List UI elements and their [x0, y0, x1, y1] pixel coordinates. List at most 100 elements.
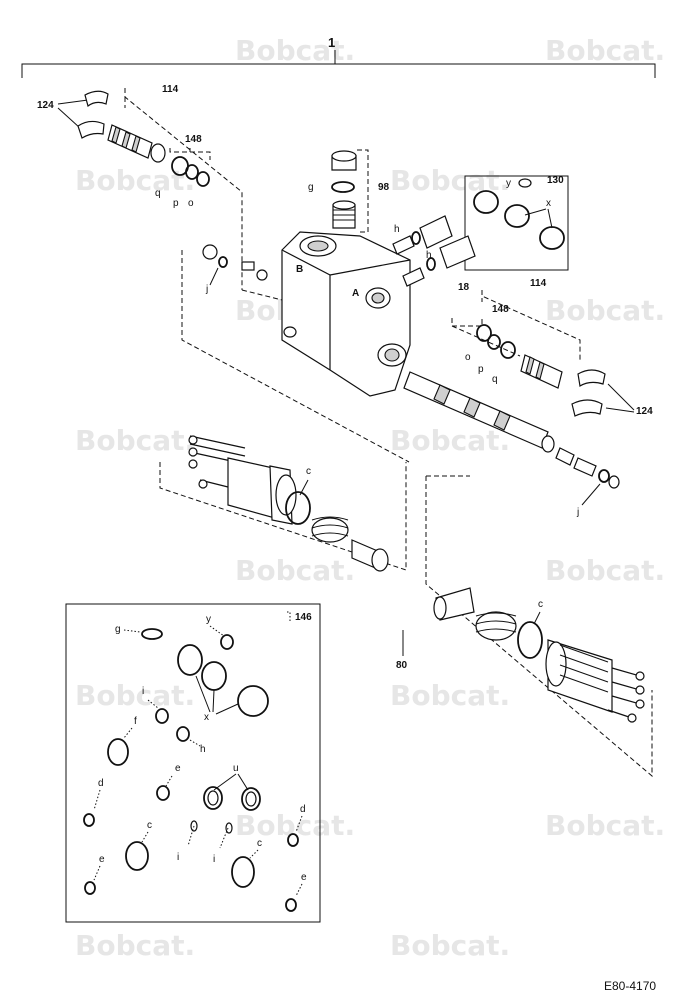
callout-e: e [99, 854, 105, 865]
o-ring-part [125, 841, 149, 871]
clip-part [77, 120, 105, 139]
main-spool: j [403, 371, 620, 518]
o-ring-part [84, 881, 96, 895]
watermark-text: Bobcat. [390, 679, 510, 712]
check-valve-parts: h h [392, 215, 476, 287]
callout-h: h [200, 744, 206, 755]
callout-c: c [306, 466, 311, 477]
callout-clip-right: 124 [636, 406, 653, 417]
callout-ring-kit: 130 [547, 175, 564, 186]
callout-x: x [204, 712, 209, 723]
backup-ring-part [203, 786, 223, 810]
clip-part [84, 90, 109, 108]
callout-c: c [538, 599, 543, 610]
callout-c: c [257, 838, 262, 849]
watermark-text: Bobcat. [75, 679, 195, 712]
callout-g: g [115, 624, 121, 635]
o-ring-part [220, 634, 234, 650]
callout-plug-assy: 98 [378, 182, 390, 193]
o-ring-part [500, 341, 516, 359]
watermark-text: Bobcat. [75, 929, 195, 962]
clip-part [577, 369, 606, 387]
callout-y: y [206, 614, 211, 625]
watermark-text: Bobcat. [545, 294, 665, 327]
callout-port-b: B [296, 264, 303, 275]
callout-g: g [308, 182, 314, 193]
callout-e: e [175, 763, 181, 774]
drawing-reference: E80-4170 [604, 979, 656, 993]
relief-assy-callout: 80 [396, 630, 408, 671]
o-ring-part [83, 813, 95, 827]
o-ring-part [287, 833, 299, 847]
callout-f: f [134, 716, 137, 727]
watermark-text: Bobcat. [75, 164, 195, 197]
callout-d: d [98, 778, 104, 789]
callout-item-18: 18 [458, 282, 470, 293]
callout-seal-kit-box: 146 [295, 612, 312, 623]
left-plug-parts: j [181, 244, 410, 463]
o-ring-part [539, 226, 565, 250]
o-ring-part [155, 708, 169, 724]
watermark-text: Bobcat. [235, 554, 355, 587]
watermark-text: Bobcat. [545, 809, 665, 842]
callout-c: c [147, 820, 152, 831]
callout-assembly: 1 [328, 35, 335, 50]
o-ring-part [476, 324, 492, 342]
callout-o: o [465, 352, 471, 363]
o-ring-part [141, 628, 163, 640]
callout-spool-assy-top: 114 [162, 84, 179, 95]
callout-port-a: A [352, 288, 359, 299]
callout-y: y [506, 178, 511, 189]
callout-q: q [492, 374, 498, 385]
callout-relief-assy: 80 [396, 660, 408, 671]
watermark-text: Bobcat. [75, 424, 195, 457]
callout-p: p [478, 364, 484, 375]
o-ring-part [331, 181, 355, 193]
callout-clip-top: 124 [37, 100, 54, 111]
o-ring-part [231, 856, 255, 888]
o-ring-part [177, 644, 203, 676]
right-relief-group: c [425, 475, 653, 778]
o-ring-part [518, 178, 532, 188]
o-ring-part [196, 171, 210, 187]
ring-kit: 130 y x [464, 175, 569, 271]
right-spool-end-assembly: 18 114 148 o p q 124 [451, 278, 653, 417]
callout-spool-assy-right: 114 [530, 278, 547, 289]
watermark-text: Bobcat. [545, 34, 665, 67]
callout-d: d [300, 804, 306, 815]
callout-q: q [155, 188, 161, 199]
callout-i: i [213, 854, 215, 865]
callout-p: p [173, 198, 179, 209]
callout-seal-kit-top: 148 [185, 134, 202, 145]
watermark-text: Bobcat. [545, 554, 665, 587]
clip-part [571, 399, 603, 417]
o-ring-part [185, 164, 199, 180]
callout-h: h [426, 250, 432, 261]
valve-body: B A [241, 231, 411, 397]
callout-h: h [394, 224, 400, 235]
callout-e: e [301, 872, 307, 883]
callout-seal-kit-right: 148 [492, 304, 509, 315]
o-ring-part [107, 738, 129, 766]
watermark-text: Bobcat. [235, 34, 355, 67]
callout-u: u [233, 763, 239, 774]
callout-o: o [188, 198, 194, 209]
o-ring-part [201, 661, 227, 691]
o-ring-part [285, 898, 297, 912]
plug-assembly: 98 g [308, 149, 390, 233]
callout-i: i [142, 686, 144, 697]
watermark-text: Bobcat. [235, 809, 355, 842]
watermark-text: Bobcat. [390, 424, 510, 457]
top-spool-end-assembly: 114 124 148 q p o [37, 84, 243, 290]
callout-x: x [546, 198, 551, 209]
o-ring-part [504, 204, 530, 228]
o-ring-part [156, 785, 170, 801]
callout-j: j [205, 284, 208, 295]
o-ring-part [237, 685, 269, 717]
watermark-text: Bobcat. [390, 929, 510, 962]
o-ring-part [176, 726, 190, 742]
left-relief-group: c [159, 435, 407, 572]
watermark-layer: Bobcat. Bobcat. Bobcat. Bobcat. Bobcat. … [75, 34, 665, 962]
assembly-bracket: 1 [21, 35, 656, 78]
